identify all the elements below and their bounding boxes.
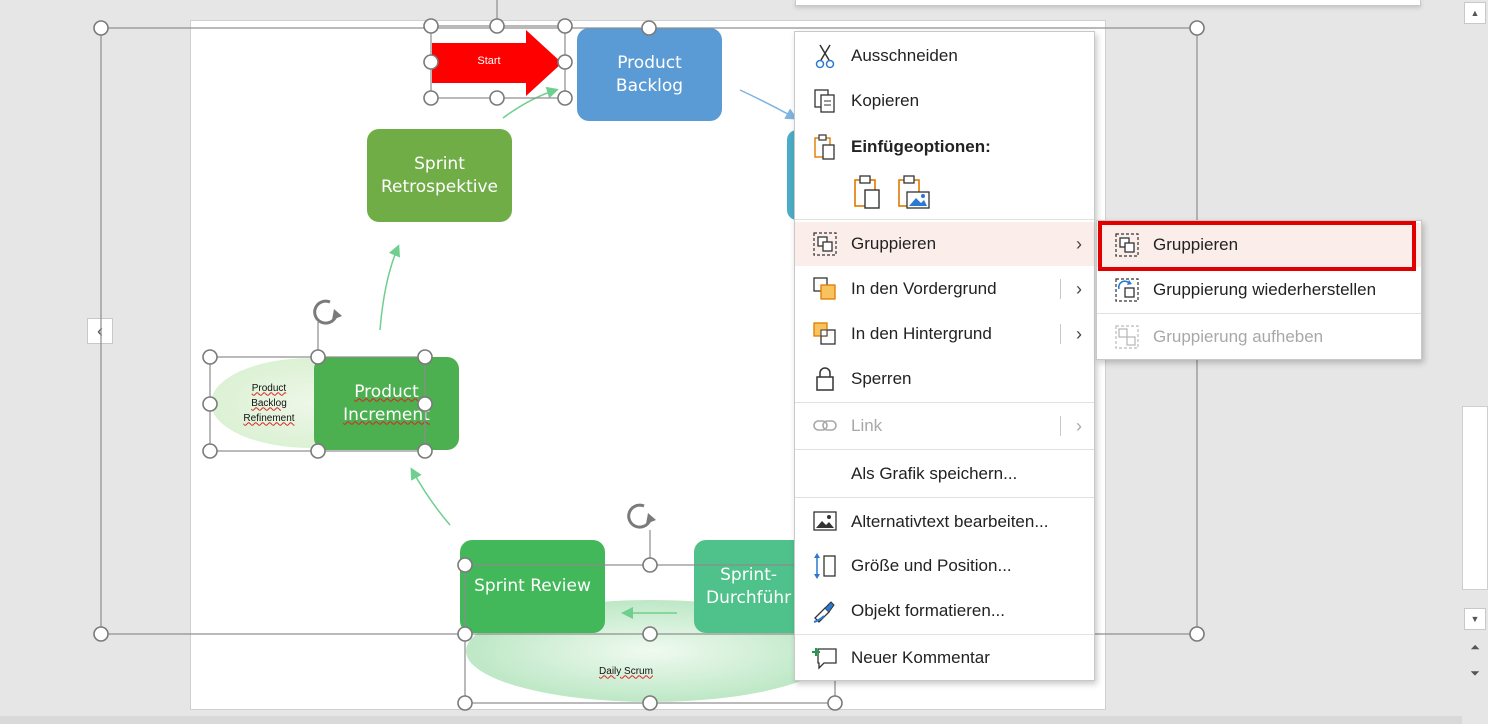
ungroup-icon <box>1113 323 1141 351</box>
start-label: Start <box>477 55 501 67</box>
menu-label-link: Link <box>851 416 883 435</box>
chevron-right-icon[interactable]: › <box>1076 323 1082 344</box>
menu-separator <box>795 402 1094 403</box>
status-strip <box>0 716 1462 724</box>
menu-separator <box>1097 313 1421 314</box>
menu-item-send-back[interactable]: In den Hintergrund › <box>795 312 1094 356</box>
menu-label-format-object: Objekt formatieren... <box>851 601 1006 620</box>
menu-item-size-position[interactable]: Größe und Position... <box>795 544 1094 588</box>
menu-separator <box>795 449 1094 450</box>
scroll-thumb[interactable] <box>1462 406 1488 590</box>
send-to-back-icon <box>811 320 839 348</box>
paste-options-header: Einfügeoptionen: <box>795 125 1094 169</box>
clipboard-icon <box>811 133 839 161</box>
submenu-label-ungroup: Gruppierung aufheben <box>1153 327 1324 346</box>
page-down-icon: ⏷ <box>1470 665 1480 680</box>
chevron-right-icon: › <box>1076 415 1082 436</box>
link-icon <box>811 412 839 440</box>
start-arrow-shape[interactable]: Start <box>430 28 564 98</box>
menu-separator <box>795 219 1094 220</box>
submenu-item-ungroup[interactable]: Gruppierung aufheben <box>1097 315 1421 359</box>
menu-item-link[interactable]: Link › <box>795 404 1094 448</box>
menu-label-save-as-picture: Als Grafik speichern... <box>851 464 1018 483</box>
product-increment-shape[interactable]: Product Increment <box>314 357 459 450</box>
top-panel-edge <box>795 0 1421 6</box>
menu-label-cut: Ausschneiden <box>851 46 958 65</box>
scroll-down-icon: ▼ <box>1470 614 1480 624</box>
submenu-label-group: Gruppieren <box>1153 235 1239 254</box>
menu-item-lock[interactable]: Sperren <box>795 357 1094 401</box>
scroll-down-button[interactable]: ▼ <box>1464 608 1486 630</box>
submenu-item-group[interactable]: Gruppieren <box>1097 223 1421 267</box>
menu-item-group[interactable]: Gruppieren › <box>795 222 1094 266</box>
menu-separator <box>795 634 1094 635</box>
scissors-icon <box>811 42 839 70</box>
menu-item-copy[interactable]: Kopieren <box>795 79 1094 123</box>
chevron-right-icon[interactable]: › <box>1076 278 1082 299</box>
menu-item-format-object[interactable]: Objekt formatieren... <box>795 589 1094 633</box>
menu-label-send-back: In den Hintergrund <box>851 324 992 343</box>
menu-label-paste-options: Einfügeoptionen: <box>851 137 991 156</box>
next-slide-button[interactable]: ⏷ <box>1466 664 1484 682</box>
group-submenu: Gruppieren Gruppierung wiederherstellen … <box>1096 220 1422 360</box>
page-up-icon: ⏶ <box>1470 639 1480 654</box>
submenu-item-regroup[interactable]: Gruppierung wiederherstellen <box>1097 268 1421 312</box>
highlight-annotation <box>1098 221 1416 271</box>
refinement-label: Product Backlog Refinement <box>243 382 295 424</box>
lock-icon <box>811 365 839 393</box>
scroll-up-icon: ▲ <box>1470 8 1480 18</box>
chevron-right-icon: › <box>1076 233 1082 254</box>
menu-label-lock: Sperren <box>851 369 912 388</box>
chevron-left-icon: ‹ <box>97 320 103 341</box>
split-divider <box>1060 416 1061 436</box>
menu-item-bring-front[interactable]: In den Vordergrund › <box>795 267 1094 311</box>
vertical-scrollbar[interactable]: ▲ ▼ ⏶ ⏷ <box>1462 0 1488 724</box>
paste-as-picture-button[interactable] <box>895 174 935 212</box>
product-increment-label: Product Increment <box>343 381 430 425</box>
scroll-up-button[interactable]: ▲ <box>1464 2 1486 24</box>
regroup-icon <box>1113 276 1141 304</box>
group-icon <box>811 230 839 258</box>
paste-picture-icon <box>898 175 930 209</box>
alt-text-icon <box>811 508 839 536</box>
paste-icon <box>854 175 880 209</box>
comment-icon <box>811 644 839 672</box>
split-divider <box>1060 324 1061 344</box>
menu-item-new-comment[interactable]: Neuer Kommentar <box>795 636 1094 680</box>
menu-item-cut[interactable]: Ausschneiden <box>795 34 1094 78</box>
menu-label-new-comment: Neuer Kommentar <box>851 648 990 667</box>
split-divider <box>1060 279 1061 299</box>
paste-keep-source-button[interactable] <box>851 174 887 212</box>
bring-to-front-icon <box>811 275 839 303</box>
product-backlog-shape[interactable]: Product Backlog <box>577 28 722 121</box>
menu-label-group: Gruppieren <box>851 234 937 253</box>
menu-label-bring-front: In den Vordergrund <box>851 279 997 298</box>
sprint-retrospektive-shape[interactable]: Sprint Retrospektive <box>367 129 512 222</box>
group-icon <box>1113 231 1141 259</box>
menu-label-copy: Kopieren <box>851 91 920 110</box>
menu-item-alt-text[interactable]: Alternativtext bearbeiten... <box>795 500 1094 544</box>
size-position-icon <box>811 552 839 580</box>
copy-icon <box>811 87 839 115</box>
context-menu: Ausschneiden Kopieren Einfügeoptionen: G… <box>794 31 1095 681</box>
daily-scrum-label: Daily Scrum <box>599 665 653 677</box>
menu-item-save-as-picture[interactable]: Als Grafik speichern... <box>795 452 1094 496</box>
collapse-panel-button[interactable]: ‹ <box>87 318 113 344</box>
menu-label-size-position: Größe und Position... <box>851 556 1012 575</box>
submenu-label-regroup: Gruppierung wiederherstellen <box>1153 280 1377 299</box>
menu-separator <box>795 497 1094 498</box>
previous-slide-button[interactable]: ⏶ <box>1466 638 1484 656</box>
sprint-review-shape[interactable]: Sprint Review <box>460 540 605 633</box>
scroll-track[interactable] <box>1462 26 1488 406</box>
sprint-durchfuehrung-shape[interactable]: Sprint- Durchführ <box>694 540 804 633</box>
menu-label-alt-text: Alternativtext bearbeiten... <box>851 512 1049 531</box>
format-brush-icon <box>811 597 839 625</box>
